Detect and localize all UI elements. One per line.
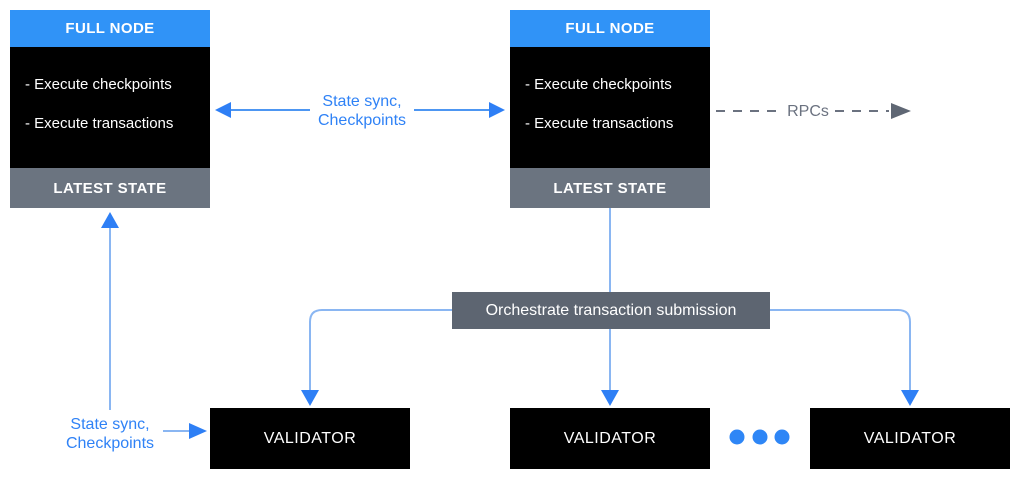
state-sync-top-label: State sync, Checkpoints — [310, 91, 414, 131]
state-sync-top-label-line1: State sync, — [322, 93, 402, 110]
full-node-left: FULL NODE - Execute checkpoints - Execut… — [10, 10, 210, 208]
orchestrate-to-validator-left-arrowhead-icon — [301, 390, 319, 406]
state-sync-bottom-arrowhead-icon — [189, 423, 207, 439]
full-node-left-body: - Execute checkpoints - Execute transact… — [10, 47, 210, 168]
full-node-right-body: - Execute checkpoints - Execute transact… — [510, 47, 710, 168]
state-sync-bottom-label-line2: Checkpoints — [65, 435, 155, 452]
ellipsis-dot-icon — [774, 429, 790, 445]
full-node-right-item-transactions: - Execute transactions — [525, 115, 674, 132]
orchestrate-to-validator-middle-arrowhead-icon — [601, 390, 619, 406]
orchestrate-transaction-submission-box: Orchestrate transaction submission — [452, 292, 770, 329]
full-node-left-item-transactions: - Execute transactions — [25, 115, 174, 132]
full-node-right: FULL NODE - Execute checkpoints - Execut… — [510, 10, 710, 208]
state-sync-bottom-label: State sync, Checkpoints — [58, 414, 162, 454]
full-node-right-latest-state: LATEST STATE — [510, 168, 710, 208]
full-node-left-latest-state: LATEST STATE — [10, 168, 210, 208]
orchestrate-to-validator-right-arrowhead-icon — [901, 390, 919, 406]
full-node-left-item-checkpoints: - Execute checkpoints — [25, 76, 172, 93]
validator-to-node-up-arrowhead-icon — [101, 212, 119, 228]
state-sync-top-arrowhead-right-icon — [489, 102, 505, 118]
ellipsis-dot-icon — [729, 429, 745, 445]
rpcs-label: RPCs — [782, 101, 834, 122]
validator-box-2: VALIDATOR — [510, 408, 710, 469]
validator-box-1: VALIDATOR — [210, 408, 410, 469]
orchestrate-to-validator-right-line — [770, 309, 911, 391]
full-node-right-header: FULL NODE — [510, 10, 710, 47]
state-sync-bottom-label-line1: State sync, — [70, 416, 150, 433]
full-node-right-item-checkpoints: - Execute checkpoints — [525, 76, 672, 93]
state-sync-top-arrowhead-left-icon — [215, 102, 231, 118]
full-node-left-header: FULL NODE — [10, 10, 210, 47]
orchestrate-to-validator-left-line — [309, 309, 452, 391]
validator-box-3: VALIDATOR — [810, 408, 1010, 469]
ellipsis-dot-icon — [752, 429, 768, 445]
rpcs-arrowhead-icon — [891, 103, 911, 119]
state-sync-top-label-line2: Checkpoints — [317, 112, 407, 129]
